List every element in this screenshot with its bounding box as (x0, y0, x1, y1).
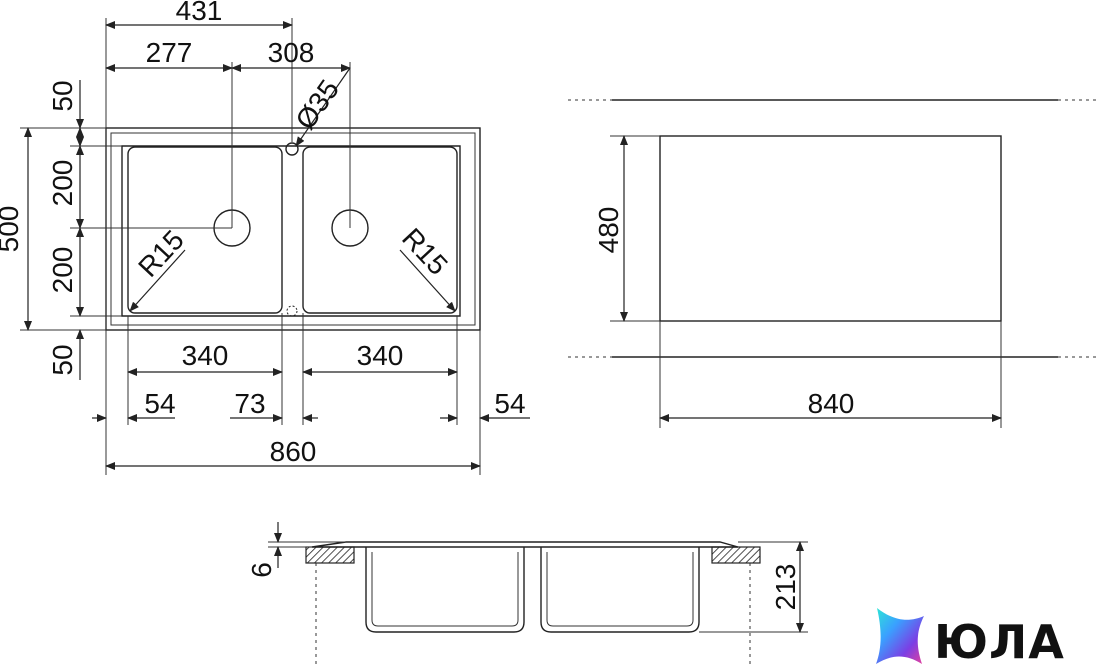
dim-right-edge: 54 (494, 388, 525, 419)
countertop-left-section (305, 546, 355, 564)
overflow-hole (286, 305, 298, 317)
countertop-cutout-view (568, 99, 1100, 428)
dim-308: 308 (268, 37, 315, 68)
left-bowl (127, 146, 283, 314)
dim-cutout-height: 480 (593, 207, 624, 254)
dim-bowl-lower: 200 (47, 247, 78, 294)
logo-icon (876, 608, 924, 664)
dim-total-depth: 500 (0, 206, 24, 253)
sink-flange (311, 541, 739, 548)
dim-right-bowl: 340 (357, 340, 404, 371)
dimension-lines-top (24, 21, 530, 470)
bowls-rim (121, 145, 461, 317)
dim-tap-diameter: Ø35 (289, 74, 345, 135)
dim-right-radius: R15 (396, 222, 454, 281)
sink-outline-inner (110, 132, 476, 326)
sink-top-view (105, 127, 481, 331)
sink-side-view (268, 522, 808, 668)
dim-flange-thickness: 6 (246, 562, 277, 578)
dim-divider: 73 (234, 388, 265, 419)
left-bowl-profile (365, 547, 525, 633)
dim-277: 277 (146, 37, 193, 68)
dim-sink-depth: 213 (770, 564, 801, 611)
dim-bowl-upper: 200 (47, 160, 78, 207)
right-bowl (302, 146, 458, 314)
dim-431: 431 (176, 0, 223, 26)
dim-cutout-width: 840 (808, 388, 855, 419)
brand-logo: ЮЛА (876, 608, 1065, 669)
brand-name: ЮЛА (934, 615, 1065, 669)
right-bowl-profile (540, 547, 700, 633)
countertop-right-section (711, 546, 761, 564)
extension-lines (20, 18, 481, 475)
dim-left-edge: 54 (144, 388, 175, 419)
dim-left-radius: R15 (132, 224, 190, 283)
dim-top-margin: 50 (47, 80, 78, 111)
dim-bottom-margin: 50 (47, 344, 78, 375)
tap-hole (285, 142, 299, 156)
cutout-rect (659, 135, 1002, 322)
dim-total-width: 860 (270, 436, 317, 467)
dim-left-bowl: 340 (182, 340, 229, 371)
